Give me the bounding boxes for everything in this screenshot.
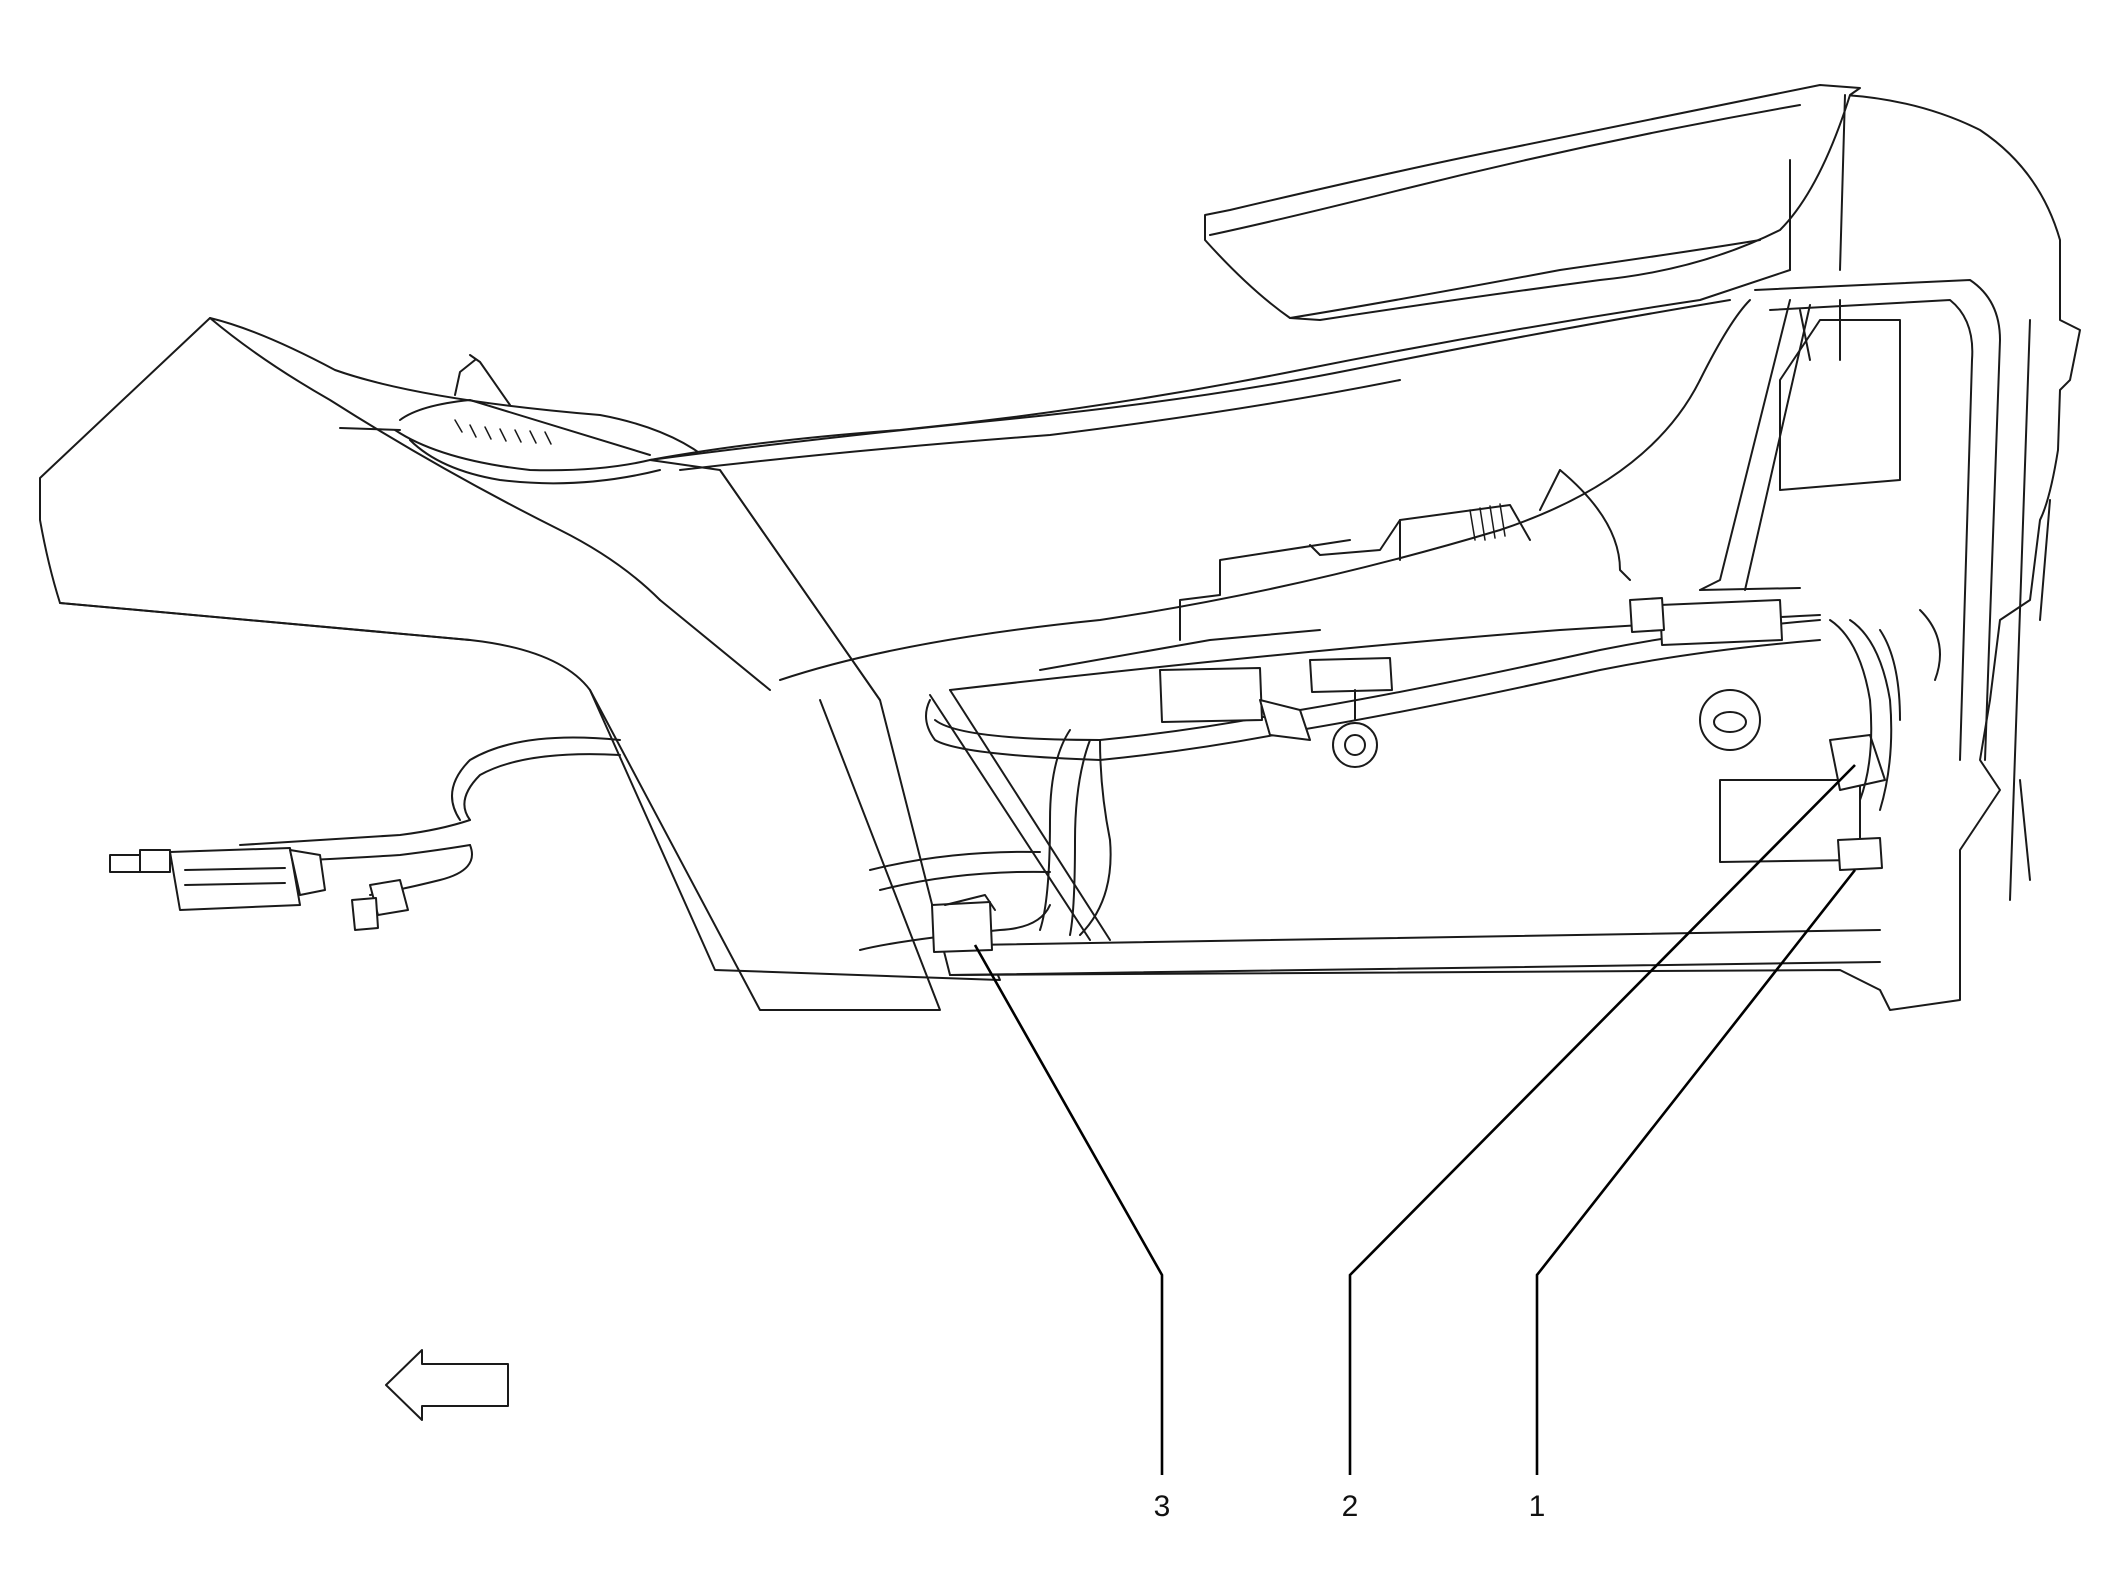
leader-line-2 [1348,764,1856,1475]
callout-label-1: 1 [1528,1490,1546,1523]
callout-label-2: 2 [1341,1490,1359,1523]
arrow-left-icon [385,1349,509,1421]
leader-lines [973,764,1857,1475]
leader-line-1 [1535,869,1857,1475]
leader-line-3 [973,944,1164,1475]
shifter-bezel [339,354,661,485]
front-console-panel [39,317,1001,1011]
wiring-harness [109,597,1941,953]
callout-label-3: 3 [1153,1490,1171,1523]
lower-tray [929,299,1901,976]
